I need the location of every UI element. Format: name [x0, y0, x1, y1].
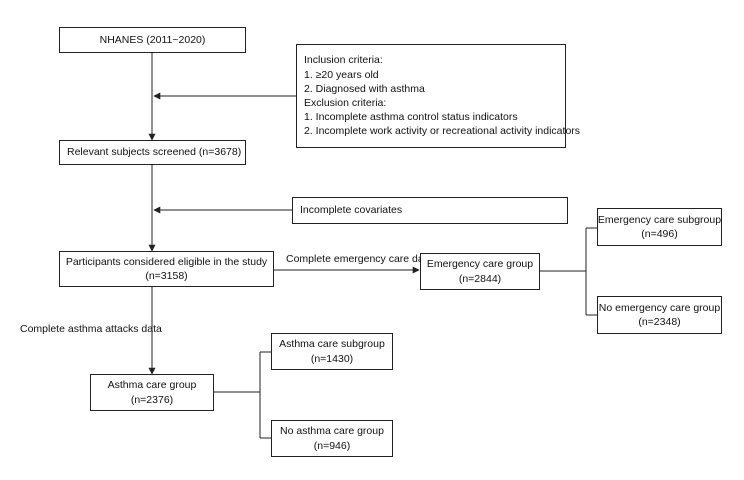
no-asthma-line1: No asthma care group — [280, 425, 384, 438]
inclusion-item-2: 2. Diagnosed with asthma — [304, 82, 425, 95]
eligible-line1: Participants considered eligible in the … — [65, 255, 268, 268]
asthma-subgroup-line2: (n=1430) — [310, 352, 354, 365]
box-no-emergency-care-group: No emergency care group (n=2348) — [597, 296, 722, 334]
box-emergency-care-subgroup: Emergency care subgroup (n=496) — [597, 208, 722, 246]
emergency-subgroup-line1: Emergency care subgroup — [597, 213, 722, 226]
emergency-group-line1: Emergency care group — [426, 258, 534, 271]
box-asthma-care-group: Asthma care group (n=2376) — [90, 374, 214, 411]
label-complete-asthma-attacks-data: Complete asthma attacks data — [20, 323, 162, 335]
exclusion-title: Exclusion criteria: — [304, 97, 387, 109]
exclusion-item-2: 2. Incomplete work activity or recreatio… — [304, 125, 581, 138]
no-asthma-line2: (n=946) — [313, 439, 351, 452]
box-no-asthma-care-group: No asthma care group (n=946) — [271, 420, 393, 457]
box-emergency-care-group: Emergency care group (n=2844) — [420, 253, 540, 290]
box-asthma-care-subgroup: Asthma care subgroup (n=1430) — [271, 333, 393, 370]
emergency-group-line2: (n=2844) — [458, 272, 502, 285]
no-emergency-line2: (n=2348) — [638, 316, 681, 328]
emergency-subgroup-line2: (n=496) — [641, 228, 678, 240]
asthma-group-line2: (n=2376) — [130, 393, 174, 406]
inclusion-item-1: 1. ≥20 years old — [304, 68, 379, 81]
box-covariates-text: Incomplete covariates — [300, 204, 403, 217]
label-complete-emergency-data: Complete emergency care data — [286, 253, 433, 265]
inclusion-title: Inclusion criteria: — [304, 54, 383, 67]
eligible-line2: (n=3158) — [145, 270, 188, 282]
box-nhanes-text: NHANES (2011~2020) — [99, 33, 206, 46]
box-inclusion-exclusion-criteria: Inclusion criteria: 1. ≥20 years old 2. … — [296, 44, 580, 148]
box-nhanes: NHANES (2011~2020) — [59, 27, 246, 53]
no-emergency-line1: No emergency care group — [598, 301, 721, 314]
asthma-subgroup-line1: Asthma care subgroup — [279, 338, 385, 351]
box-relevant-subjects-screened: Relevant subjects screened (n=3678) — [59, 140, 246, 165]
asthma-group-line1: Asthma care group — [107, 379, 197, 392]
exclusion-item-1: 1. Incomplete asthma control status indi… — [304, 111, 518, 124]
box-screened-text: Relevant subjects screened (n=3678) — [67, 146, 242, 159]
box-eligible-participants: Participants considered eligible in the … — [59, 251, 274, 287]
box-incomplete-covariates: Incomplete covariates — [292, 197, 568, 224]
